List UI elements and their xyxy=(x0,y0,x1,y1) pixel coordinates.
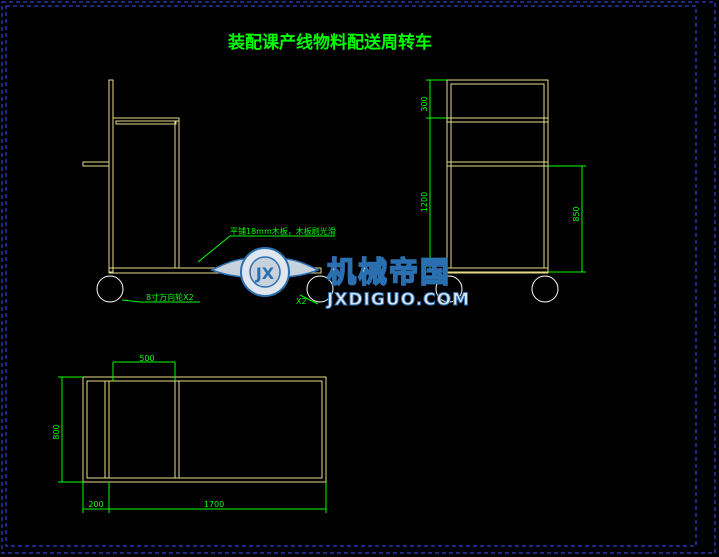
front-wheel-left xyxy=(435,275,463,303)
dim-frame-height: 1200 xyxy=(420,192,429,212)
drawing-title: 装配课产线物料配送周转车 xyxy=(227,32,432,53)
plan-outer xyxy=(82,376,327,483)
front-base xyxy=(446,267,549,274)
rear-upright xyxy=(108,79,114,273)
watermark-brand-url: JXDIGUO.COM xyxy=(326,290,470,310)
leader-lines xyxy=(121,235,335,305)
front-dimensions xyxy=(426,79,586,273)
side-wheel-right xyxy=(306,275,334,303)
dim-plan-length: 1700 xyxy=(204,500,224,509)
front-shelf-2 xyxy=(446,161,549,167)
side-wheel-left xyxy=(96,275,124,303)
dim-top-offset: 500 xyxy=(139,354,154,363)
watermark-brand-cn: 机械帝国 xyxy=(327,255,451,289)
front-shelf-1 xyxy=(446,117,549,123)
side-inner-box xyxy=(112,117,180,269)
plan-rail-left xyxy=(104,380,110,479)
watermark-logo-icon: JX xyxy=(210,247,320,297)
dim-plan-end: 200 xyxy=(88,500,103,509)
front-view xyxy=(446,79,549,274)
push-handle xyxy=(82,161,110,167)
front-wheel-right xyxy=(531,275,559,303)
plan-dimensions xyxy=(58,361,327,513)
caster-note: 8寸万向轮X2 xyxy=(146,292,194,302)
dim-platform-height: 850 xyxy=(572,206,581,221)
watermark: JX 机械帝国 JXDIGUO.COM xyxy=(210,247,470,311)
board-note: 平铺18mm木板，木板刷光滑 xyxy=(230,226,336,236)
plan-rail-mid xyxy=(174,380,180,479)
side-view xyxy=(82,79,322,274)
watermark-logo-text: JX xyxy=(255,264,275,283)
dim-top-gap: 300 xyxy=(420,96,429,111)
front-frame xyxy=(446,79,549,273)
plan-view xyxy=(82,376,327,483)
dim-plan-depth: 800 xyxy=(52,424,61,439)
caster-note-2: X2 xyxy=(296,297,307,306)
